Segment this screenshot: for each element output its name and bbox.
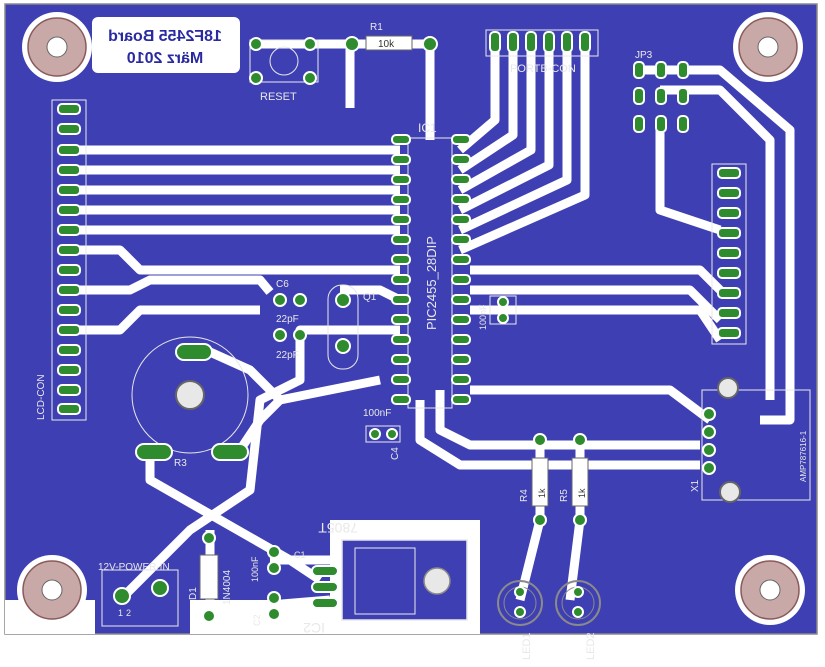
ic2-label: IC2: [303, 620, 325, 636]
c1-value: 100nF: [250, 556, 260, 582]
power-label: 12V-POWER-IN: [98, 562, 170, 573]
power-connector: 12V-POWER-IN 1 2: [98, 562, 179, 627]
resistor-r1: R1 10k: [344, 22, 438, 52]
c1-label: C1: [294, 550, 306, 560]
usb-connector-x1: X1 AMP787616-1: [690, 377, 811, 503]
crystal-q1: Q1: [327, 284, 377, 370]
led-1: LED1: [497, 580, 543, 660]
capacitor-c6: C6 22pF: [273, 279, 307, 325]
amp-label: AMP787616-1: [799, 430, 808, 482]
jumper-jp3: JP3: [633, 50, 689, 133]
r5-value: 1k: [577, 488, 587, 498]
diode-label: 1N4004: [222, 570, 233, 605]
c6-value: 22pF: [276, 314, 299, 325]
c6-label: C6: [276, 279, 289, 290]
ic1-pic18f2455: IC1 PIC2455_28DIP: [391, 121, 471, 409]
diode-d1: D1 1N4004: [188, 531, 233, 623]
power-pin2-label: 2: [126, 608, 131, 618]
c4-label: C4: [390, 447, 401, 460]
r5-label: R5: [559, 489, 570, 502]
d1-label: D1: [188, 587, 199, 600]
capacitor-c3: 100nF: [478, 295, 517, 330]
r1-label: R1: [370, 22, 383, 33]
regulator-7805t: 7805T IC2: [303, 520, 468, 636]
title-line2: März 2010: [127, 50, 204, 67]
r1-value: 10k: [378, 39, 395, 50]
led1-label: LED1: [521, 632, 533, 660]
r3-label: R3: [174, 458, 187, 469]
resistor-r5: R5 1k: [559, 433, 589, 527]
mounting-hole-top-right: [733, 12, 803, 82]
header-right: [711, 163, 747, 345]
r4-value: 1k: [537, 488, 547, 498]
portb-label: PORTB-CON: [510, 63, 576, 75]
c4-value: 100nF: [363, 408, 391, 419]
c5-value: 22pF: [276, 350, 299, 361]
led2-label: LED2: [585, 632, 597, 660]
title-line1: 18F2455 Board: [108, 28, 222, 45]
mounting-hole-top-left: [22, 12, 92, 82]
c3-value: 100nF: [478, 304, 488, 330]
jp3-label: JP3: [635, 50, 653, 61]
capacitor-c2: C2: [252, 591, 281, 626]
led-2: LED2: [555, 580, 601, 660]
ic1-label: IC1: [418, 121, 437, 135]
regulator-label: 7805T: [318, 520, 358, 536]
c2-label: C2: [252, 614, 262, 626]
mounting-holes: [17, 12, 805, 625]
q1-label: Q1: [363, 292, 377, 303]
mounting-hole-bottom-right: [735, 555, 805, 625]
reset-button[interactable]: RESET: [249, 37, 319, 103]
capacitor-c4: 100nF C4: [363, 408, 401, 460]
capacitor-c5: 22pF: [273, 328, 307, 361]
portb-connector: PORTB-CON: [485, 29, 599, 75]
reset-label: RESET: [260, 91, 297, 103]
x1-label: X1: [690, 479, 701, 492]
lcd-connector: LCD-CON: [36, 99, 87, 421]
lcd-label: LCD-CON: [36, 374, 47, 420]
pic-label: PIC2455_28DIP: [424, 236, 439, 330]
mounting-hole-bottom-left: [17, 555, 87, 625]
r4-label: R4: [519, 489, 530, 502]
trimmer-r3[interactable]: R3: [131, 336, 249, 469]
resistor-r4: R4 1k: [519, 433, 549, 527]
power-pin1-label: 1: [118, 608, 123, 618]
regulator-pads: [311, 565, 339, 609]
capacitor-c1: 100nF C1: [250, 545, 306, 582]
board-title: 18F2455 Board März 2010: [92, 17, 240, 73]
